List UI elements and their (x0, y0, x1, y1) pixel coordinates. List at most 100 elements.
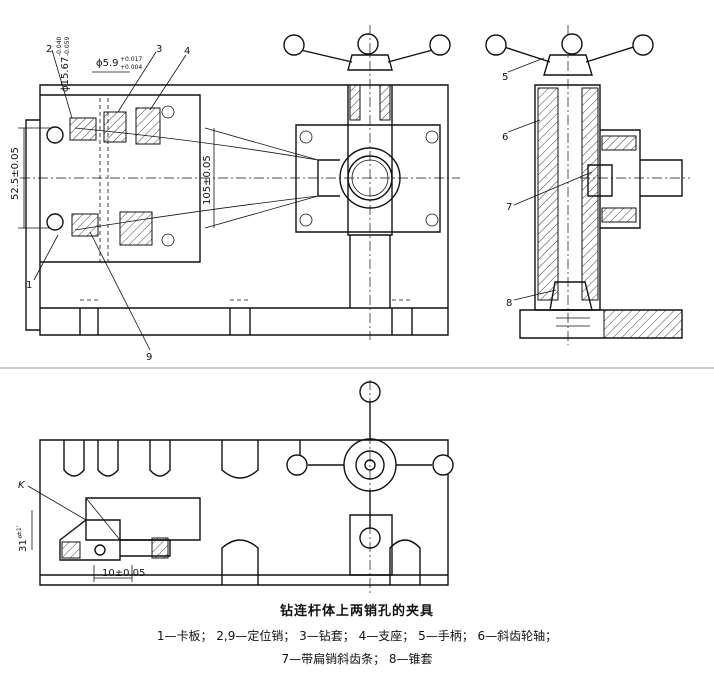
leader-4 (149, 54, 187, 111)
lower-bush (119, 211, 153, 246)
dim-pin-dia-group: ϕ15.67 -0.040 -0.059 (56, 36, 71, 92)
plan-bushing (120, 539, 171, 557)
label-part-3: 3 (156, 44, 162, 55)
locating-pin-9 (71, 213, 99, 237)
leader-9 (89, 231, 151, 351)
plan-column (349, 514, 393, 576)
dim-105-group: 105±0.05 (202, 155, 213, 205)
locating-pin-2 (69, 117, 97, 141)
screw-hole-2 (161, 233, 175, 247)
label-part-8: 8 (506, 298, 512, 309)
helical-rack-7 (587, 164, 613, 197)
label-part-4: 4 (184, 46, 190, 57)
dim-52-group: 52.5±0.05 (10, 147, 21, 200)
rod-shank (317, 159, 340, 197)
bolt-hole-1 (299, 130, 313, 144)
locating-pin-upper (46, 126, 64, 144)
plan-slot-2b (221, 440, 259, 479)
side-column-wall-left (537, 87, 559, 301)
dim-31-tol: ±1' (16, 525, 23, 536)
handle-hub (347, 54, 393, 71)
dim-pin-dia: ϕ15.67 (60, 57, 71, 92)
label-part-1: 1 (26, 280, 32, 291)
label-part-7: 7 (506, 202, 512, 213)
label-section-k: K (18, 480, 26, 491)
foot-slot-3 (391, 308, 413, 335)
leader-3 (117, 51, 157, 113)
leader-k (27, 485, 87, 521)
base-left-flange (25, 119, 40, 331)
dim-10-lines (93, 565, 133, 582)
dim-52-lines (18, 127, 50, 229)
leader-2 (51, 49, 73, 119)
side-bracket (600, 129, 641, 229)
side-column-wall-right (581, 87, 599, 301)
support-4 (135, 107, 161, 145)
foot-slot-2 (229, 308, 251, 335)
leader-8 (513, 289, 557, 301)
plan-bushing-hatch (151, 537, 169, 559)
front-view (18, 25, 460, 351)
dim-105: 105±0.05 (202, 155, 213, 205)
side-knob-left (485, 34, 507, 56)
side-bracket-hatch-bottom (601, 207, 637, 223)
leader-5 (507, 57, 545, 73)
plan-slot-bottom-2 (389, 539, 421, 585)
figure-title: 钻连杆体上两销孔的夹具 (279, 604, 434, 619)
handle-knob-center (357, 33, 379, 55)
base-foot (39, 308, 449, 336)
plan-slot-1a (63, 440, 85, 477)
bolt-hole-3 (299, 213, 313, 227)
dim-bush-dia-upper: +0.017 (120, 56, 142, 63)
screw-hole-1 (161, 105, 175, 119)
dim-bush-dia-lower: +0.004 (120, 64, 142, 71)
plan-slot-2a (149, 440, 171, 477)
label-part-6: 6 (502, 132, 508, 143)
bolt-hole-4 (425, 213, 439, 227)
side-knob-center (561, 33, 583, 55)
workpiece-frame (295, 124, 441, 233)
bolt-hole-2 (425, 130, 439, 144)
label-part-5: 5 (502, 72, 508, 83)
handle-knob-left (283, 34, 305, 56)
plan-angle-line (85, 497, 121, 541)
plan-pin-circle (94, 544, 106, 556)
side-handle-hub (543, 54, 593, 76)
foot-slot-1 (79, 308, 99, 335)
column (347, 85, 393, 236)
plan-base (39, 439, 449, 586)
column-lower (349, 235, 391, 308)
leader-1 (33, 234, 59, 281)
drill-bush-3 (103, 111, 127, 143)
plan-knob-left (286, 454, 308, 476)
side-view (485, 25, 690, 345)
side-knob-right (632, 34, 654, 56)
plan-clamp (85, 497, 201, 541)
clamp-plate-outline (40, 94, 201, 263)
bush-hidden-lines (99, 98, 109, 262)
dim-105-lines (204, 127, 319, 229)
side-base-hatch (603, 309, 683, 339)
label-part-2: 2 (46, 44, 52, 55)
plan-slot-1b (97, 440, 119, 477)
dim-31: 31° (18, 534, 29, 552)
side-bracket-hatch-top (601, 135, 637, 151)
figure-legend-line-1: 1—卡板； 2,9—定位销； 3—钻套； 4—支座； 5—手柄； 6—斜齿轮轴； (156, 629, 558, 643)
dim-bush-dia: ϕ5.9 (96, 58, 119, 69)
leader-6 (507, 119, 541, 133)
dim-52: 52.5±0.05 (10, 147, 21, 200)
figure-legend-line-2: 7—带扁销斜齿条； 8—锥套 (281, 652, 433, 666)
rod-profile (74, 127, 319, 231)
column-hatch-left (349, 84, 361, 121)
locating-pin-lower (46, 213, 64, 231)
plan-pin-hatch (61, 541, 81, 559)
dim-31-group: 31° ±1' (16, 525, 29, 552)
plan-view (27, 380, 454, 595)
label-part-9: 9 (146, 352, 152, 363)
dim-pin-dia-lower: -0.059 (64, 36, 71, 56)
column-hatch-right (379, 84, 391, 121)
dim-pin-dia-upper: -0.040 (56, 36, 63, 56)
dim-10: 10±0.05 (102, 568, 145, 579)
leader-7 (513, 171, 593, 206)
